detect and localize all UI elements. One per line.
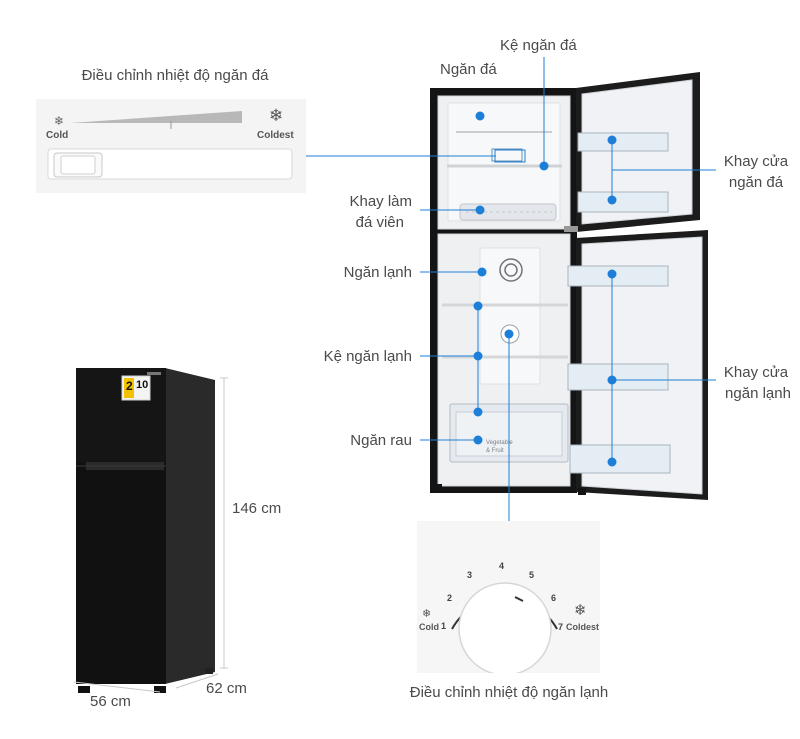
dimension-depth: 62 cm xyxy=(206,680,247,697)
dial-number-7: 7 xyxy=(558,622,564,632)
svg-text:& Fruit: & Fruit xyxy=(486,448,504,454)
dial-number-1: 1 xyxy=(441,621,447,631)
freezer-control-panel: ❄ ❄ Cold Coldest xyxy=(36,99,306,193)
snowflake-large-icon: ❄ xyxy=(269,106,283,125)
label-ice-tray-line2: đá viên xyxy=(355,214,404,231)
snowflake-small-icon: ❄ xyxy=(54,114,64,128)
dial-min-label: Cold xyxy=(419,622,439,632)
energy-label-star: 2 xyxy=(126,379,133,393)
dial-number-3: 3 xyxy=(467,570,473,580)
label-freezer-door-line1: Khay cửa xyxy=(723,153,789,170)
freezer-min-label: Cold xyxy=(46,130,69,141)
fridge-control-panel: ❄ ❄ Cold Coldest 1 2 3 4 5 6 7 xyxy=(417,521,600,676)
label-freezer-door-line2: ngăn đá xyxy=(728,174,784,191)
label-vegetable: Ngăn rau xyxy=(350,432,412,449)
label-fridge: Ngăn lạnh xyxy=(343,264,412,281)
dial-number-6: 6 xyxy=(551,593,557,603)
label-fridge-door-line1: Khay cửa xyxy=(723,364,789,381)
label-fridge-shelf: Kệ ngăn lạnh xyxy=(323,348,412,365)
label-ice-tray-line1: Khay làm xyxy=(349,193,412,210)
dial-max-label: Coldest xyxy=(566,622,600,632)
dial-snowflake-small-icon: ❄ xyxy=(422,608,431,620)
dimension-height: 146 cm xyxy=(232,500,282,517)
dial-number-2: 2 xyxy=(447,593,453,603)
dial-number-4: 4 xyxy=(499,561,505,571)
dial-number-5: 5 xyxy=(529,570,535,580)
label-freezer-shelf: Kệ ngăn đá xyxy=(500,37,577,54)
freezer-max-label: Coldest xyxy=(257,130,294,141)
label-fridge-door-line2: ngăn lạnh xyxy=(725,385,791,402)
energy-label-value: 10 xyxy=(136,379,149,391)
label-freezer: Ngăn đá xyxy=(440,61,497,78)
freezer-control-title: Điều chỉnh nhiệt độ ngăn đá xyxy=(81,67,269,84)
dimension-width: 56 cm xyxy=(90,693,131,710)
dial-snowflake-large-icon: ❄ xyxy=(574,602,587,619)
svg-text:Vegetable: Vegetable xyxy=(486,440,513,446)
fridge-control-title: Điều chỉnh nhiệt độ ngăn lạnh xyxy=(409,684,609,701)
